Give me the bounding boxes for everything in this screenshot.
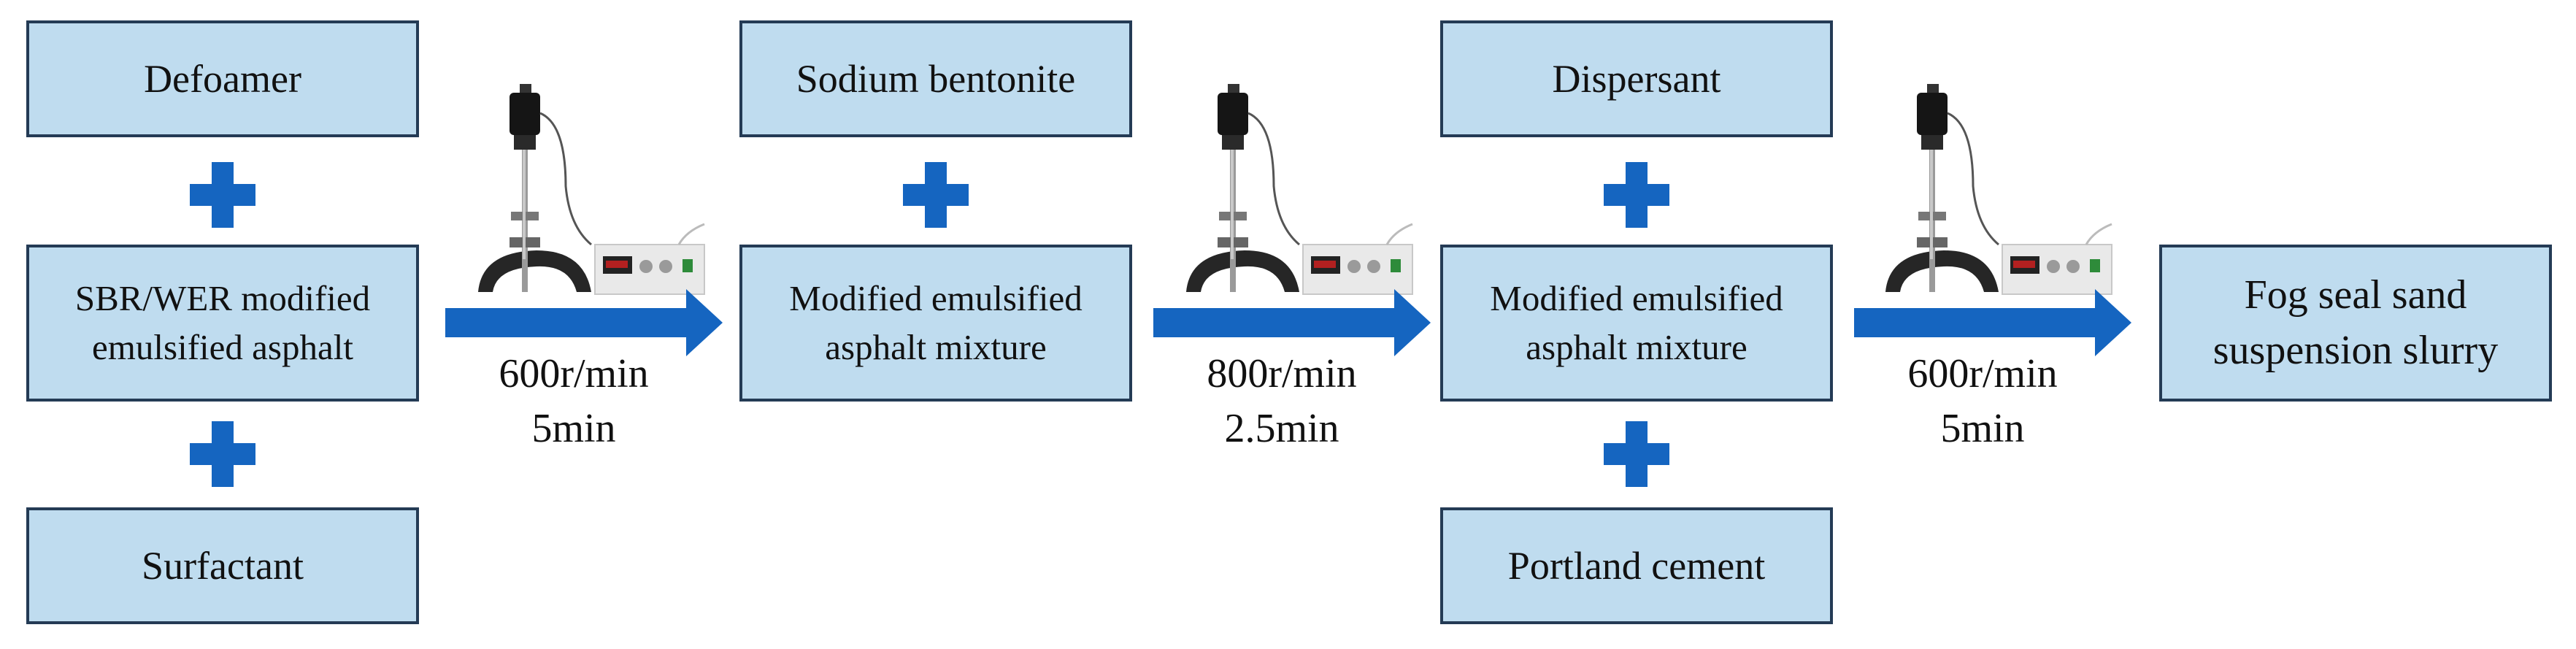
- sbr-wer-line2: emulsified asphalt: [92, 326, 353, 367]
- time-label-2: 2.5min: [1224, 406, 1339, 451]
- plus-icon: [1604, 162, 1669, 228]
- sodium-bentonite-label: Sodium bentonite: [796, 56, 1076, 101]
- sbr-wer-line1: SBR/WER modified: [74, 278, 371, 319]
- arrow-right-icon: [1854, 289, 2131, 356]
- portland-cement-box: Portland cement: [1440, 507, 1833, 624]
- plus-icon: [903, 162, 969, 228]
- arrow-right-icon: [1153, 289, 1431, 356]
- dispersant-label: Dispersant: [1552, 56, 1721, 101]
- stirrer-mixer-icon: [1885, 84, 2112, 295]
- time-label-1: 5min: [531, 406, 616, 451]
- plus-icon: [1604, 421, 1669, 487]
- stirrer-mixer-icon: [478, 84, 705, 295]
- time-label-3: 5min: [1940, 406, 2025, 451]
- surfactant-label: Surfactant: [142, 543, 304, 588]
- sbr-wer-asphalt-box: SBR/WER modified emulsified asphalt: [26, 245, 419, 402]
- fog-seal-slurry-box: Fog seal sand suspension slurry: [2159, 245, 2552, 402]
- portland-cement-label: Portland cement: [1507, 543, 1766, 588]
- mixture2-line1: Modified emulsified: [1490, 278, 1783, 319]
- speed-label-2: 800r/min: [1207, 351, 1357, 396]
- defoamer-box: Defoamer: [26, 20, 419, 137]
- stirrer-mixer-icon: [1186, 84, 1413, 295]
- speed-label-1: 600r/min: [499, 351, 649, 396]
- mixture1-line2: asphalt mixture: [825, 326, 1047, 367]
- result-line1: Fog seal sand: [2244, 272, 2467, 318]
- modified-mixture-box-2: Modified emulsified asphalt mixture: [1440, 245, 1833, 402]
- mixture1-line1: Modified emulsified: [789, 278, 1083, 319]
- sodium-bentonite-box: Sodium bentonite: [739, 20, 1132, 137]
- defoamer-label: Defoamer: [144, 56, 301, 101]
- arrow-right-icon: [445, 289, 723, 356]
- result-line2: suspension slurry: [2212, 327, 2499, 373]
- surfactant-box: Surfactant: [26, 507, 419, 624]
- modified-mixture-box-1: Modified emulsified asphalt mixture: [739, 245, 1132, 402]
- dispersant-box: Dispersant: [1440, 20, 1833, 137]
- plus-icon: [190, 421, 255, 487]
- mixture2-line2: asphalt mixture: [1526, 326, 1748, 367]
- plus-icon: [190, 162, 255, 228]
- speed-label-3: 600r/min: [1907, 351, 2058, 396]
